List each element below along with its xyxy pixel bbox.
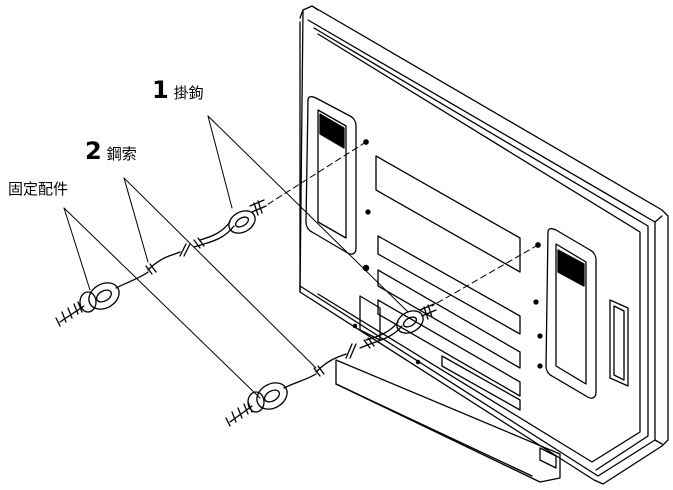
wall-anchor-icon [55,282,120,327]
wire-cable-icon [283,321,403,389]
callout-wire: 2 鋼索 [85,137,137,165]
callout-anchor: 固定配件 [8,178,68,199]
callout-text: 固定配件 [8,180,69,198]
alignment-lines [261,141,539,307]
left-handle [305,96,357,255]
callout-text: 掛鉤 [173,84,204,102]
callout-text: 鋼索 [106,145,137,163]
callout-number: 2 [85,137,102,165]
right-handle [545,228,597,399]
leader-lines [63,115,409,399]
wall-anchor-icon [225,382,288,427]
tv-back-panel [299,5,669,485]
callout-number: 1 [152,76,169,104]
vent-slots [375,155,521,411]
wire-cable-icon [115,221,235,289]
callout-hook: 1 掛鉤 [152,76,204,104]
stand-base [335,295,561,483]
hook-icon [396,303,437,334]
hook-icon [228,199,267,234]
